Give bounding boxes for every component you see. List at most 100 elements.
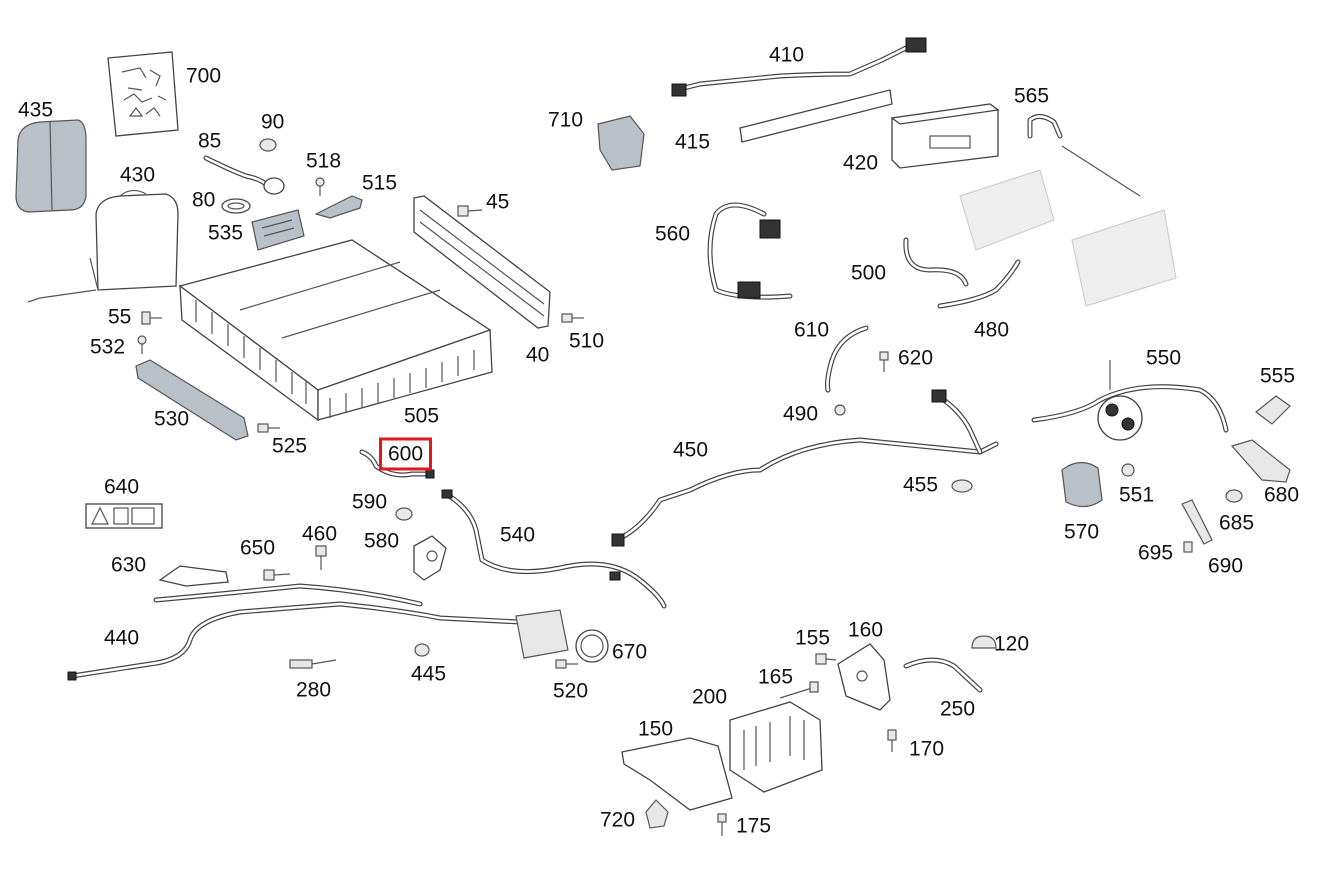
part-580-bracket[interactable] — [413, 535, 447, 581]
callout-650[interactable]: 650 — [240, 536, 276, 560]
callout-540[interactable]: 540 — [500, 523, 536, 547]
callout-80[interactable]: 80 — [192, 188, 216, 212]
part-160-bracket[interactable] — [837, 643, 891, 711]
callout-690[interactable]: 690 — [1208, 554, 1244, 578]
callout-85[interactable]: 85 — [198, 129, 222, 153]
callout-55[interactable]: 55 — [108, 305, 132, 329]
callout-460[interactable]: 460 — [302, 522, 338, 546]
callout-570[interactable]: 570 — [1064, 520, 1100, 544]
part-510-bolt[interactable] — [561, 313, 584, 323]
part-120-cap[interactable] — [971, 635, 997, 649]
callout-535[interactable]: 535 — [208, 221, 244, 245]
part-420-case[interactable] — [890, 103, 1000, 169]
part-250-hose[interactable] — [903, 657, 983, 693]
callout-420[interactable]: 420 — [843, 151, 879, 175]
part-532-bolt[interactable] — [137, 335, 147, 354]
callout-565[interactable]: 565 — [1014, 84, 1050, 108]
callout-560[interactable]: 560 — [655, 222, 691, 246]
part-175-bolt[interactable] — [717, 813, 727, 836]
part-630-bracket[interactable] — [158, 565, 229, 587]
callout-700[interactable]: 700 — [186, 64, 222, 88]
callout-551[interactable]: 551 — [1119, 483, 1155, 507]
callout-410[interactable]: 410 — [769, 43, 805, 67]
callout-170[interactable]: 170 — [909, 737, 945, 761]
callout-200[interactable]: 200 — [692, 685, 728, 709]
part-80-ring[interactable] — [221, 198, 251, 214]
part-551-nut[interactable] — [1121, 463, 1135, 477]
part-540-harness[interactable] — [441, 489, 667, 609]
part-525-bolt[interactable] — [257, 423, 280, 433]
part-640-warning-label[interactable] — [85, 503, 163, 529]
callout-550[interactable]: 550 — [1146, 346, 1182, 370]
part-460-bolt[interactable] — [315, 545, 327, 570]
part-670-ring[interactable] — [575, 629, 609, 663]
part-570-cover[interactable] — [1061, 461, 1103, 508]
part-515-bracket[interactable] — [314, 195, 363, 219]
part-610-cable[interactable] — [825, 325, 869, 393]
callout-150[interactable]: 150 — [638, 717, 674, 741]
part-620-bolt[interactable] — [879, 351, 889, 372]
part-590-grommet[interactable] — [395, 507, 413, 521]
callout-590[interactable]: 590 — [352, 490, 388, 514]
callout-430[interactable]: 430 — [120, 163, 156, 187]
callout-175[interactable]: 175 — [736, 814, 772, 838]
callout-685[interactable]: 685 — [1219, 511, 1255, 535]
part-710-module[interactable] — [597, 115, 645, 171]
callout-710[interactable]: 710 — [548, 108, 584, 132]
callout-435[interactable]: 435 — [18, 98, 54, 122]
callout-45[interactable]: 45 — [486, 190, 510, 214]
callout-640[interactable]: 640 — [104, 475, 140, 499]
callout-680[interactable]: 680 — [1264, 483, 1300, 507]
callout-450[interactable]: 450 — [673, 438, 709, 462]
part-690-latch[interactable] — [1181, 499, 1213, 545]
callout-695[interactable]: 695 — [1138, 541, 1174, 565]
callout-490[interactable]: 490 — [783, 402, 819, 426]
part-518-bolt[interactable] — [315, 177, 325, 196]
part-680-bracket[interactable] — [1230, 439, 1291, 483]
part-435-cover[interactable] — [15, 119, 87, 213]
part-555-bracket[interactable] — [1255, 395, 1291, 425]
part-490-bolt[interactable] — [834, 404, 846, 416]
callout-530[interactable]: 530 — [154, 407, 190, 431]
part-720-clip[interactable] — [645, 799, 669, 829]
callout-160[interactable]: 160 — [848, 618, 884, 642]
callout-555[interactable]: 555 — [1260, 364, 1296, 388]
callout-620[interactable]: 620 — [898, 346, 934, 370]
part-700-instruction-sheet[interactable] — [107, 51, 179, 137]
callout-445[interactable]: 445 — [411, 662, 447, 686]
part-530-bracket[interactable] — [135, 359, 249, 441]
callout-720[interactable]: 720 — [600, 808, 636, 832]
part-200-converter[interactable] — [729, 701, 823, 793]
part-535-module[interactable] — [251, 209, 305, 251]
part-clamp-ring[interactable] — [263, 177, 285, 195]
part-165-bolt[interactable] — [779, 681, 819, 699]
callout-520[interactable]: 520 — [553, 679, 589, 703]
callout-630[interactable]: 630 — [111, 553, 147, 577]
callout-455[interactable]: 455 — [903, 473, 939, 497]
part-415-strap[interactable] — [739, 89, 893, 143]
callout-500[interactable]: 500 — [851, 261, 887, 285]
part-500-cable[interactable] — [903, 237, 969, 287]
callout-532[interactable]: 532 — [90, 335, 126, 359]
part-410-charging-cable[interactable] — [671, 37, 927, 97]
callout-610[interactable]: 610 — [794, 318, 830, 342]
callout-515[interactable]: 515 — [362, 171, 398, 195]
callout-280[interactable]: 280 — [296, 678, 332, 702]
callout-415[interactable]: 415 — [675, 130, 711, 154]
callout-525[interactable]: 525 — [272, 434, 308, 458]
part-600-cable[interactable] — [359, 449, 435, 479]
part-430-bag[interactable] — [27, 189, 179, 303]
part-junction-box[interactable] — [515, 609, 569, 659]
part-565-cable[interactable] — [1027, 114, 1141, 197]
part-280-bolt[interactable] — [289, 659, 337, 669]
callout-670[interactable]: 670 — [612, 640, 648, 664]
part-505-battery-pack[interactable] — [178, 239, 493, 422]
callout-480[interactable]: 480 — [974, 318, 1010, 342]
part-695-clip[interactable] — [1183, 541, 1193, 553]
part-520-bolt[interactable] — [555, 659, 578, 669]
part-90-clamp[interactable] — [259, 138, 277, 152]
callout-250[interactable]: 250 — [940, 697, 976, 721]
part-560-harness[interactable] — [707, 202, 793, 300]
callout-510[interactable]: 510 — [569, 329, 605, 353]
callout-518[interactable]: 518 — [306, 149, 342, 173]
